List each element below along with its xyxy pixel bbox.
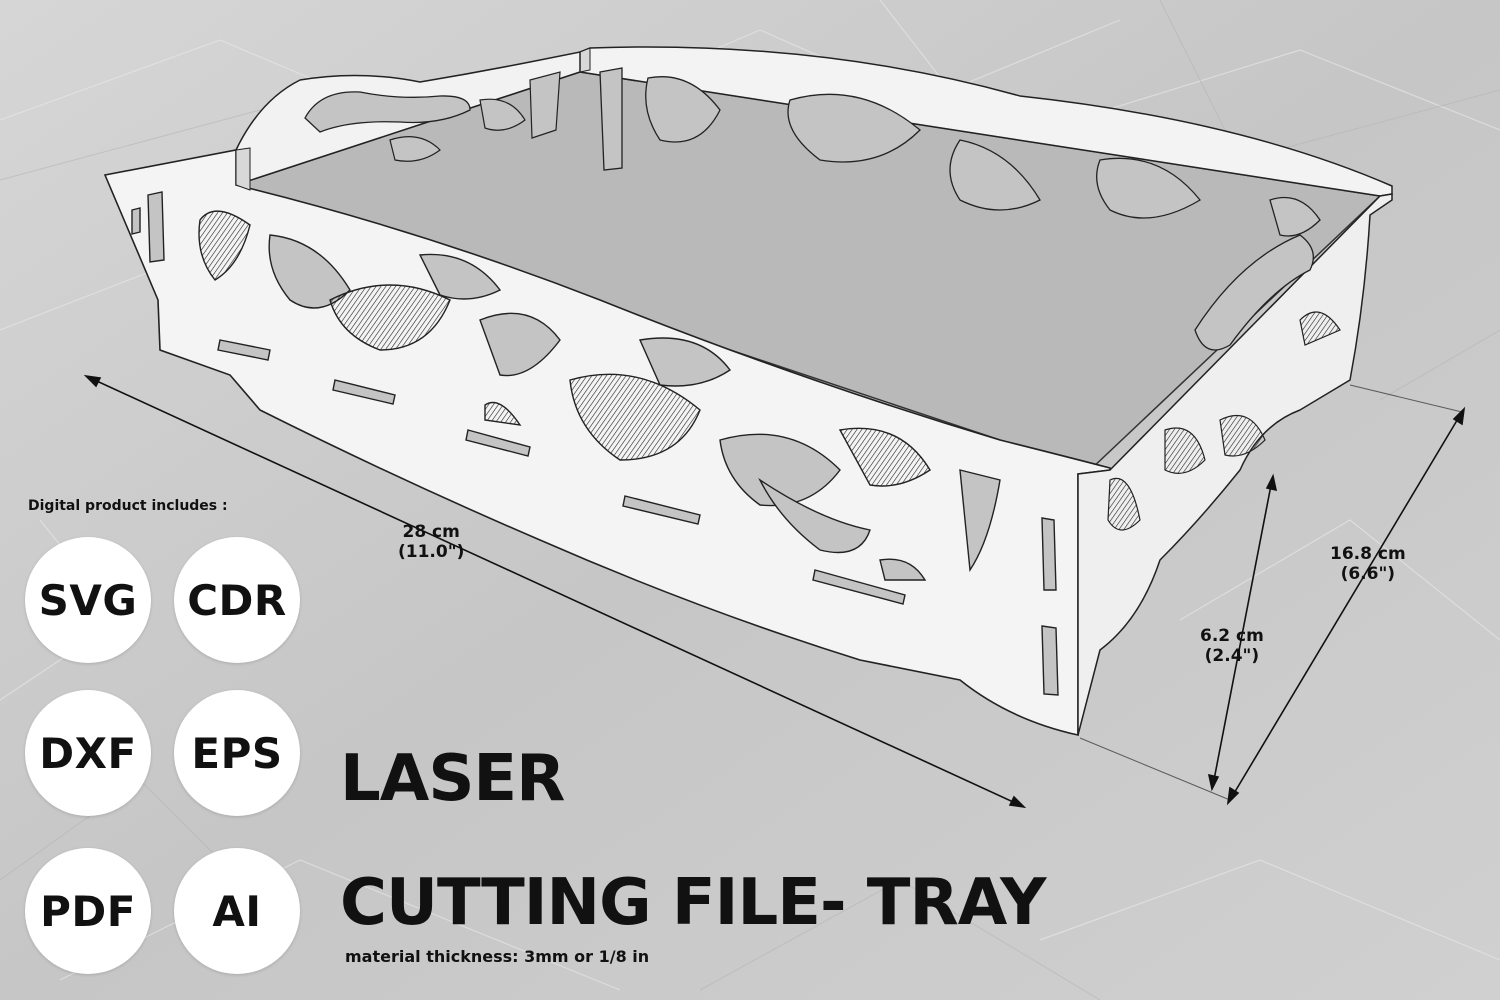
height-cm: 6.2 cm [1200, 626, 1264, 646]
material-thickness-note: material thickness: 3mm or 1/8 in [345, 947, 650, 966]
length-dimension-label: 28 cm (11.0") [398, 522, 464, 562]
format-badge-svg: SVG [25, 537, 151, 663]
height-dimension-label: 6.2 cm (2.4") [1200, 626, 1264, 666]
width-cm: 16.8 cm [1330, 544, 1406, 564]
left-handle-cutout [304, 91, 471, 133]
right-handle-cutout [1194, 234, 1314, 351]
title-line-1: LASER [340, 742, 565, 816]
includes-heading: Digital product includes : [28, 498, 228, 514]
title-line-2: CUTTING FILE- TRAY [340, 866, 1046, 940]
front-wall-cutouts [131, 191, 1059, 696]
width-in: (6.6") [1340, 564, 1396, 584]
width-dimension-label: 16.8 cm (6.6") [1330, 544, 1406, 584]
format-badge-eps: EPS [174, 690, 300, 816]
format-badge-dxf: DXF [25, 690, 151, 816]
format-badge-ai: AI [174, 848, 300, 974]
tray-back-wall [579, 46, 1393, 197]
format-badge-pdf: PDF [25, 848, 151, 974]
dimension-lines [83, 374, 1466, 809]
height-in: (2.4") [1204, 646, 1260, 666]
back-wall-cutouts [599, 67, 1321, 237]
format-badge-cdr: CDR [174, 537, 300, 663]
length-cm: 28 cm [402, 522, 460, 542]
length-in: (11.0") [398, 542, 465, 562]
